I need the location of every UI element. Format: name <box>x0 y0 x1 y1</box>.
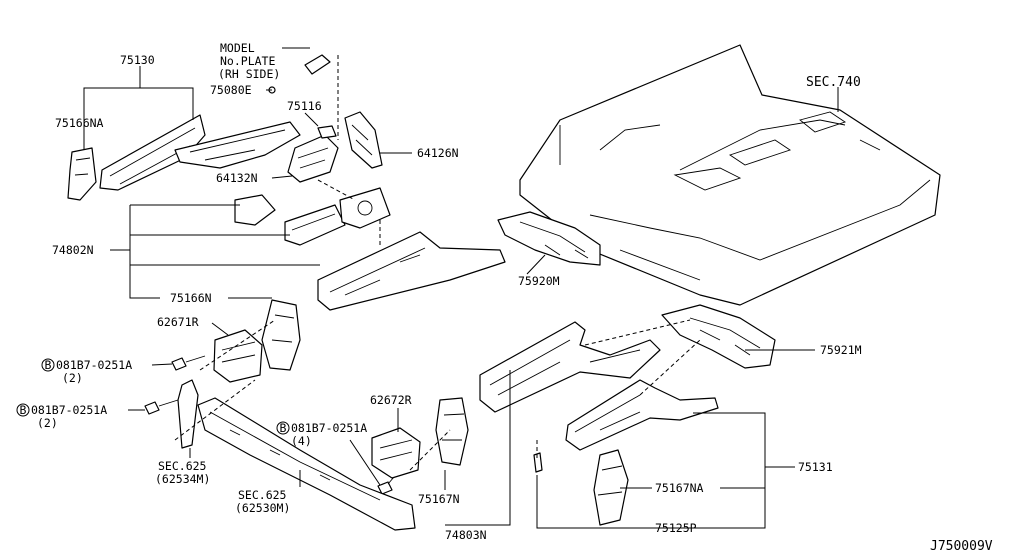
bracket-75921m-drawing <box>661 304 776 369</box>
label-64132n: 64132N <box>216 171 258 185</box>
label-bolt-2: 081B7-0251A <box>31 403 107 417</box>
label-75166na: 75166NA <box>55 116 104 130</box>
label-75130: 75130 <box>120 53 155 67</box>
member-74802n-drawing <box>234 187 506 311</box>
label-75080e: 75080E <box>210 83 252 97</box>
label-sec625-b: SEC.625 <box>238 488 286 502</box>
label-62534m: (62534M) <box>155 472 210 486</box>
label-no-plate: No.PLATE <box>220 54 275 68</box>
bracket-75167n-drawing <box>435 397 469 466</box>
label-rh-side: (RH SIDE) <box>218 67 280 81</box>
label-75116: 75116 <box>287 99 322 113</box>
bolt-marker-2-letter: B <box>20 403 27 417</box>
bracket-64132n-drawing <box>287 125 339 183</box>
member-74803n-drawing <box>479 321 661 413</box>
label-75167n: 75167N <box>418 492 460 506</box>
label-model: MODEL <box>220 41 255 55</box>
label-75920m: 75920M <box>518 274 560 288</box>
label-bolt-2-qty: (2) <box>37 416 58 430</box>
label-bolt-3: 081B7-0251A <box>291 421 367 435</box>
label-75166n: 75166N <box>170 291 212 305</box>
label-64126n: 64126N <box>417 146 459 160</box>
floor-panel-drawing <box>519 44 941 306</box>
label-75167na: 75167NA <box>655 481 704 495</box>
label-62530m: (62530M) <box>235 501 290 515</box>
crossmember-62530m-drawing <box>197 397 416 531</box>
label-74803n: 74803N <box>445 528 487 542</box>
diagram-id: J750009V <box>930 539 993 554</box>
label-62671r: 62671R <box>157 315 199 329</box>
label-74802n: 74802N <box>52 243 94 257</box>
label-62672r: 62672R <box>370 393 412 407</box>
label-sec740: SEC.740 <box>806 75 861 90</box>
member-75131-drawing <box>565 379 719 451</box>
bracket-75920m-drawing <box>497 211 601 266</box>
mount-62671r-drawing <box>213 329 263 383</box>
member-75130-drawing <box>99 114 301 191</box>
leader-lines <box>83 47 839 529</box>
stay-62534m-drawing <box>177 379 199 449</box>
part-labels: 75130 75166NA MODEL No.PLATE (RH SIDE) 7… <box>31 41 993 554</box>
bolt-marker-3-letter: B <box>280 421 287 435</box>
bolt-marker-3: B <box>276 421 290 435</box>
mount-62672r-drawing <box>371 427 421 479</box>
label-sec625-a: SEC.625 <box>158 459 206 473</box>
label-75921m: 75921M <box>820 343 862 357</box>
bolt-marker-1-letter: B <box>45 358 52 372</box>
bolt-marker-1: B <box>41 358 55 372</box>
label-bolt-1: 081B7-0251A <box>56 358 132 372</box>
label-bolt-1-qty: (2) <box>62 371 83 385</box>
label-75125p: 75125P <box>655 521 697 535</box>
bracket-75167na-drawing <box>533 449 629 526</box>
bracket-75166na-drawing <box>67 147 97 201</box>
label-75131: 75131 <box>798 460 833 474</box>
dashed-alignment-lines <box>174 55 701 471</box>
bracket-64126n-drawing <box>344 111 383 169</box>
bracket-75166n-drawing <box>261 299 301 371</box>
bolt-marker-2: B <box>16 403 30 417</box>
label-bolt-3-qty: (4) <box>291 434 312 448</box>
